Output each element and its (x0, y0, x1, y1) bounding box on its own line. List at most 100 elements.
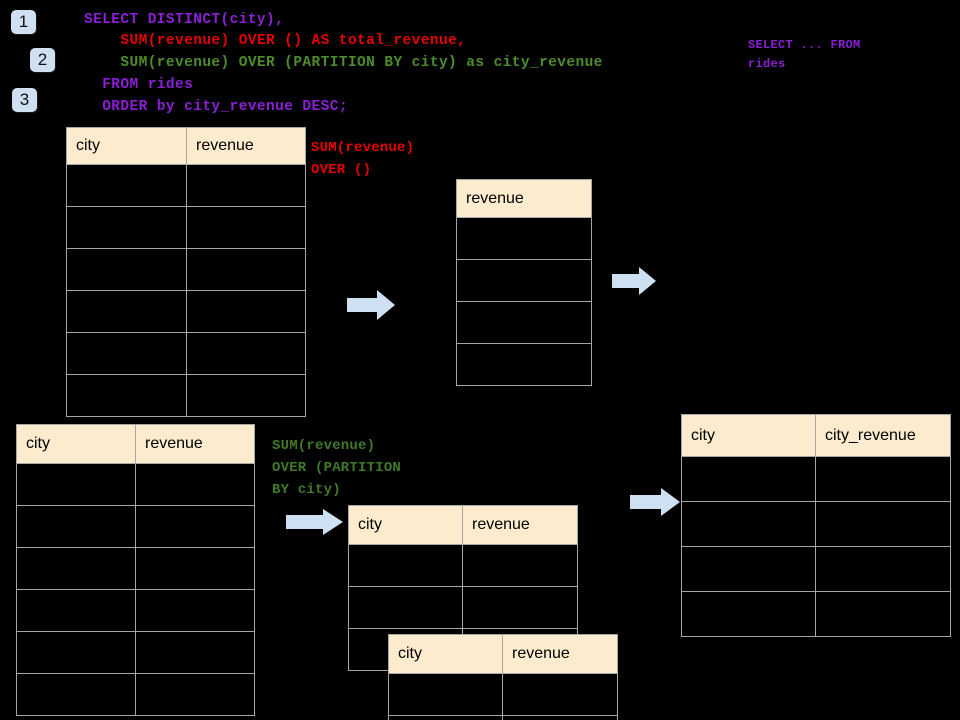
cell-city (66, 332, 187, 375)
arrow-right-icon-1 (347, 290, 395, 320)
cell-revenue (135, 631, 255, 674)
cell-city (66, 248, 187, 291)
step-badge-1[interactable]: 1 (11, 10, 36, 34)
column-header-revenue: revenue (462, 505, 578, 545)
cell-city-revenue (815, 546, 951, 592)
cell-city (681, 456, 816, 502)
cell-city (16, 631, 136, 674)
column-header-revenue: revenue (135, 424, 255, 464)
table-row (456, 259, 592, 302)
table-row (456, 301, 592, 344)
cell-revenue (186, 248, 306, 291)
table-partition-b: city revenue (388, 634, 618, 720)
sql-line-select: SELECT DISTINCT(city), (84, 12, 285, 28)
table-row (681, 456, 951, 502)
table-total-revenue: revenue (456, 179, 592, 386)
cell-city (348, 586, 463, 629)
side-note-rides: rides (748, 57, 786, 71)
cell-city (66, 164, 187, 207)
cell-revenue (462, 544, 578, 587)
step-badge-3[interactable]: 3 (12, 88, 37, 112)
annotation-over-empty: SUM(revenue) OVER () (311, 140, 415, 178)
sql-line-city-revenue: SUM(revenue) OVER (PARTITION BY city) as… (84, 55, 603, 71)
step-badge-2[interactable]: 2 (30, 48, 55, 72)
table-header-row: city revenue (16, 424, 255, 464)
table-row (66, 332, 306, 375)
annotation-over-partition: SUM(revenue) OVER (PARTITION BY city) (272, 438, 402, 498)
column-header-city-revenue: city_revenue (815, 414, 951, 457)
table-row (66, 248, 306, 291)
cell-city (16, 673, 136, 716)
table-row (348, 544, 578, 587)
cell-city-revenue (815, 591, 951, 637)
cell-revenue (186, 332, 306, 375)
cell-city (66, 374, 187, 417)
table-result: city city_revenue (681, 414, 951, 637)
cell-city (66, 290, 187, 333)
cell-city (16, 463, 136, 506)
cell-revenue (135, 589, 255, 632)
table-row (681, 501, 951, 547)
sql-line-from: FROM rides (84, 77, 194, 93)
table-row (66, 164, 306, 207)
cell-revenue (456, 259, 592, 302)
table-header-row: city city_revenue (681, 414, 951, 457)
cell-revenue (456, 217, 592, 260)
table-row (16, 505, 255, 548)
sql-line-total-revenue: SUM(revenue) OVER () AS total_revenue, (84, 33, 467, 49)
cell-revenue (462, 586, 578, 629)
table-row (348, 586, 578, 629)
cell-revenue (186, 206, 306, 249)
cell-revenue (456, 301, 592, 344)
column-header-city: city (16, 424, 136, 464)
table-header-row: revenue (456, 179, 592, 218)
cell-revenue (502, 715, 618, 720)
cell-city (66, 206, 187, 249)
table-row (681, 546, 951, 592)
arrow-right-icon-3 (286, 509, 343, 535)
table-row (66, 374, 306, 417)
cell-city (681, 501, 816, 547)
column-header-city: city (681, 414, 816, 457)
cell-city (681, 546, 816, 592)
table-row (456, 217, 592, 260)
table-row (681, 591, 951, 637)
column-header-revenue: revenue (456, 179, 592, 218)
arrow-right-icon-4 (630, 488, 680, 516)
table-rides-bottom: city revenue (16, 424, 255, 716)
cell-revenue (135, 463, 255, 506)
table-row (16, 463, 255, 506)
column-header-city: city (348, 505, 463, 545)
table-row (66, 206, 306, 249)
cell-revenue (186, 164, 306, 207)
cell-city (348, 544, 463, 587)
cell-revenue (456, 343, 592, 386)
cell-city (388, 673, 503, 716)
cell-city (681, 591, 816, 637)
cell-revenue (135, 673, 255, 716)
sql-line-order-by: ORDER by city_revenue DESC; (84, 99, 348, 115)
arrow-right-icon-2 (612, 267, 656, 295)
table-row (16, 589, 255, 632)
table-row (16, 673, 255, 716)
table-row (16, 547, 255, 590)
side-note-select-from: SELECT ... FROM (748, 38, 861, 52)
cell-city (16, 505, 136, 548)
table-header-row: city revenue (66, 127, 306, 165)
table-row (456, 343, 592, 386)
column-header-revenue: revenue (186, 127, 306, 165)
table-row (16, 631, 255, 674)
column-header-city: city (66, 127, 187, 165)
table-row (66, 290, 306, 333)
cell-revenue (135, 505, 255, 548)
cell-revenue (186, 374, 306, 417)
cell-revenue (135, 547, 255, 590)
cell-city (16, 547, 136, 590)
cell-city-revenue (815, 456, 951, 502)
table-rides-top: city revenue (66, 127, 306, 417)
cell-city (388, 715, 503, 720)
cell-city (16, 589, 136, 632)
table-row (388, 673, 618, 716)
table-row (388, 715, 618, 720)
